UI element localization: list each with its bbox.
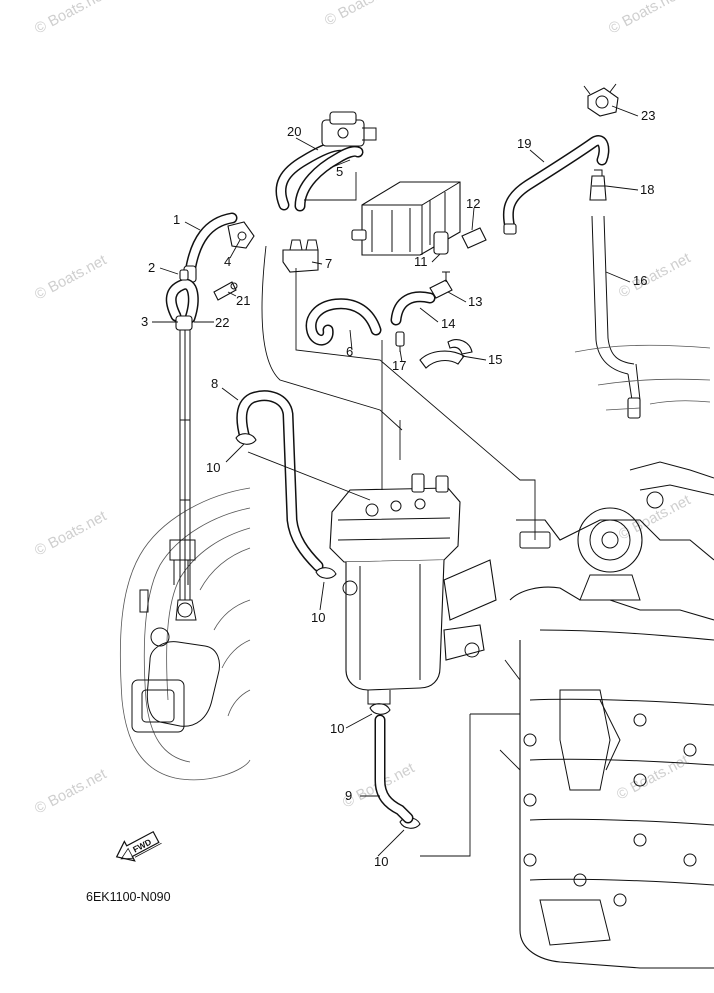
watermark-text: © Boats.net	[614, 751, 692, 803]
callout-6: 6	[346, 344, 353, 359]
watermark-text: © Boats.net	[32, 507, 110, 559]
routing-lines	[247, 172, 536, 857]
callout-4: 4	[224, 254, 231, 269]
hose-20-drawing	[275, 140, 364, 212]
watermark-text: © Boats.net	[32, 0, 110, 38]
callout-21: 21	[236, 293, 250, 308]
vapor-separator-drawing	[329, 473, 497, 705]
pipe-11-drawing	[433, 231, 449, 255]
hose-8-drawing	[236, 390, 324, 572]
callout-10c: 10	[330, 721, 344, 736]
callout-leaders	[152, 105, 639, 857]
watermark-text: © Boats.net	[32, 251, 110, 303]
callout-3: 3	[141, 314, 148, 329]
callout-17: 17	[392, 358, 406, 373]
clip-12-drawing	[461, 227, 487, 249]
callout-20: 20	[287, 124, 301, 139]
watermark-text: © Boats.net	[616, 249, 694, 301]
watermark-text: © Boats.net	[606, 0, 684, 38]
callout-13: 13	[468, 294, 482, 309]
solenoid-valve-drawing	[321, 111, 377, 147]
hose-16-drawing	[574, 215, 711, 419]
clip-4-drawing	[227, 221, 255, 249]
watermark-text: © Boats.net	[322, 0, 400, 30]
clip-15-drawing	[419, 339, 473, 369]
engine-block-drawing	[509, 461, 714, 969]
diagram-code: 6EK1100-N090	[86, 890, 171, 904]
hose-6-drawing	[305, 298, 382, 346]
callout-19: 19	[517, 136, 531, 151]
callout-2: 2	[148, 260, 155, 275]
callout-18: 18	[640, 182, 654, 197]
hose-1-drawing	[165, 212, 238, 331]
hose-14-drawing	[390, 291, 436, 326]
callout-5: 5	[336, 164, 343, 179]
callout-8: 8	[211, 376, 218, 391]
callout-11: 11	[414, 254, 428, 269]
bracket-7-drawing	[282, 239, 319, 273]
callout-14: 14	[441, 316, 455, 331]
callout-10d: 10	[374, 854, 388, 869]
callout-7: 7	[325, 256, 332, 271]
callout-15: 15	[488, 352, 502, 367]
callout-1: 1	[173, 212, 180, 227]
joint-18-drawing	[589, 169, 607, 201]
hose-9-drawing	[374, 714, 414, 824]
fwd-arrow-icon: FWD	[115, 830, 162, 862]
callout-23: 23	[641, 108, 655, 123]
hose-19-drawing	[502, 135, 610, 235]
callout-16: 16	[633, 273, 647, 288]
callout-10b: 10	[311, 610, 325, 625]
tube-3-22-drawing	[179, 330, 191, 600]
callout-22: 22	[215, 315, 229, 330]
fitting-21-drawing	[213, 281, 238, 301]
watermark-text: © Boats.net	[32, 765, 110, 817]
callout-9: 9	[345, 788, 352, 803]
callout-10a: 10	[206, 460, 220, 475]
clamp-23-drawing	[583, 83, 619, 117]
joint-17-drawing	[395, 331, 405, 352]
callout-12: 12	[466, 196, 480, 211]
callout-labels: 1 2 3 4 5 6 7 8 9 10 10 10 10 11 12 13 1…	[141, 108, 655, 869]
left-bracket-drawing	[119, 487, 251, 781]
